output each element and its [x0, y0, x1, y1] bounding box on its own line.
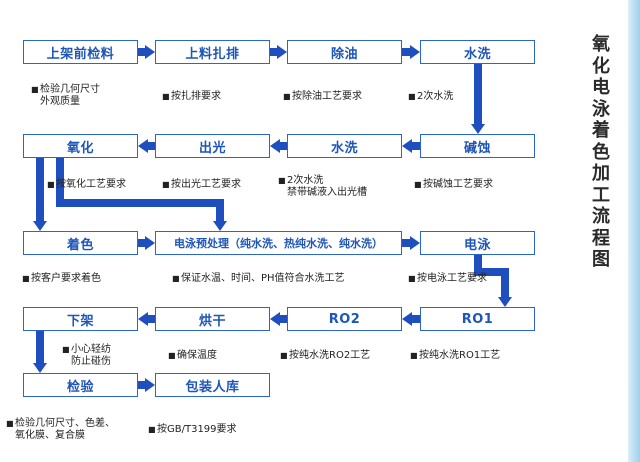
decorative-side-bar: [628, 0, 640, 462]
box-jianyan: 检验: [23, 373, 138, 397]
note-xiajia: ■小心轻纺 防止碰伤: [62, 344, 111, 367]
box-shangliao-zhapai: 上料扎排: [155, 40, 270, 64]
arrow-ro2-to-honggan: [270, 312, 287, 326]
arrow-yanghua-to-yuchuli: [56, 158, 227, 231]
note-shuixi-1: ■2次水洗: [408, 91, 454, 102]
arrow-xiajia-to-jianyan: [33, 331, 47, 373]
box-yanghua: 氧化: [23, 134, 138, 158]
box-chuyou: 除油: [287, 40, 402, 64]
arrow-shuixi-to-chuguang: [270, 139, 287, 153]
arrow-yanghua-to-zhuose: [33, 158, 47, 231]
box-ro2: RO2: [287, 307, 402, 331]
box-zhuose: 着色: [23, 231, 138, 255]
arrow-zhapai-to-chuyou: [270, 45, 287, 59]
arrow-ro1-to-ro2: [402, 312, 420, 326]
page-title: 氧化电泳着色加工流程图: [592, 34, 610, 270]
arrow-jianliao-to-zhapai: [138, 45, 155, 59]
note-shangjia-jianliao: ■检验几何尺寸 外观质量: [31, 84, 100, 107]
note-honggan: ■确保温度: [168, 350, 217, 361]
box-honggan: 烘干: [155, 307, 270, 331]
arrow-honggan-to-xiajia: [138, 312, 155, 326]
arrow-jianyan-to-baozhuang: [138, 378, 155, 392]
note-chuguang: ■按出光工艺要求: [162, 179, 241, 190]
note-yuchuli: ■保证水温、时间、PH值符合水洗工艺: [172, 273, 345, 284]
arrow-chuyou-to-shuixi: [402, 45, 420, 59]
note-shangliao-zhapai: ■按扎排要求: [162, 91, 221, 102]
box-yuchuli: 电泳预处理（纯水洗、热纯水洗、纯水洗）: [155, 231, 402, 255]
note-chuyou: ■按除油工艺要求: [283, 91, 362, 102]
arrow-shuixi-to-jianshi: [471, 64, 485, 134]
note-yanghua: ■按氧化工艺要求: [47, 179, 126, 190]
note-zhuose: ■按客户要求着色: [22, 273, 101, 284]
note-dianyong: ■按电泳工艺要求: [408, 273, 487, 284]
box-dianyong: 电泳: [420, 231, 535, 255]
note-shuixi-2: ■2次水洗 禁带碱液入出光槽: [278, 175, 367, 198]
arrow-jianshi-to-shuixi: [402, 139, 420, 153]
box-shangjia-jianliao: 上架前检料: [23, 40, 138, 64]
arrow-chuguang-to-yanghua: [138, 139, 155, 153]
box-chuguang: 出光: [155, 134, 270, 158]
box-jianshi: 碱蚀: [420, 134, 535, 158]
note-jianyan: ■检验几何尺寸、色差、 氧化膜、复合膜: [6, 418, 115, 441]
arrow-dianyong-to-ro1: [474, 255, 512, 307]
arrow-zhuose-to-yuchuli: [138, 236, 155, 250]
note-jianshi: ■按碱蚀工艺要求: [414, 179, 493, 190]
box-baozhuang: 包装人库: [155, 373, 270, 397]
note-ro1: ■按纯水洗RO1工艺: [410, 350, 501, 361]
box-xiajia: 下架: [23, 307, 138, 331]
arrow-yuchuli-to-dianyong: [402, 236, 420, 250]
box-shuixi-2: 水洗: [287, 134, 402, 158]
note-ro2: ■按纯水洗RO2工艺: [280, 350, 371, 361]
box-shuixi-1: 水洗: [420, 40, 535, 64]
box-ro1: RO1: [420, 307, 535, 331]
note-baozhuang: ■按GB/T3199要求: [148, 424, 237, 435]
